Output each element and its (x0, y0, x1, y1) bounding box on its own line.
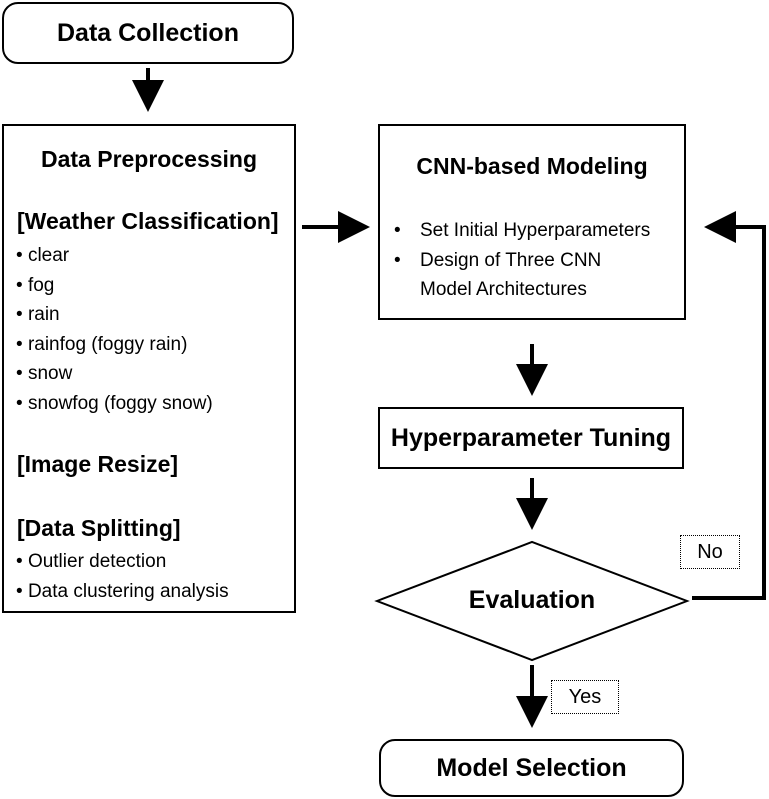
preprocessing-title: Data Preprocessing (40, 146, 258, 172)
list-item: • fog (16, 274, 55, 296)
cnn-modeling-items: •Set Initial Hyperparameters •Design of … (394, 216, 650, 305)
data-splitting-list: • Outlier detection • Data clustering an… (16, 547, 229, 606)
list-item: • snowfog (foggy snow) (16, 392, 213, 414)
model-selection-node: Model Selection (379, 739, 684, 797)
cnn-modeling-node: CNN-based Modeling •Set Initial Hyperpar… (378, 124, 686, 320)
image-resize-heading: [Image Resize] (17, 451, 179, 477)
list-item: •Design of Three CNN (394, 249, 602, 271)
list-item: Model Architectures (420, 279, 587, 300)
edge-label-yes: Yes (551, 680, 619, 714)
data-collection-label: Data Collection (57, 18, 239, 47)
list-item: • clear (16, 245, 70, 266)
hyperparameter-tuning-node: Hyperparameter Tuning (378, 407, 684, 469)
list-item: • snow (16, 363, 73, 384)
evaluation-diamond (374, 540, 690, 662)
list-item: • rain (16, 304, 60, 325)
model-selection-label: Model Selection (436, 753, 627, 782)
cnn-modeling-title: CNN-based Modeling (416, 153, 648, 179)
evaluation-label: Evaluation (468, 586, 596, 614)
list-item: • Data clustering analysis (16, 580, 229, 602)
hyperparameter-tuning-label: Hyperparameter Tuning (390, 423, 672, 452)
list-item: • rainfog (foggy rain) (16, 333, 188, 355)
data-collection-node: Data Collection (2, 2, 294, 64)
arrow-feedback-no (692, 211, 766, 600)
data-preprocessing-node: Data Preprocessing [Weather Classificati… (2, 124, 296, 613)
data-splitting-heading: [Data Splitting] (17, 515, 181, 541)
list-item: • Outlier detection (16, 551, 167, 572)
list-item: •Set Initial Hyperparameters (394, 220, 651, 241)
weather-classification-heading: [Weather Classification] (17, 208, 279, 234)
edge-label-no: No (680, 535, 740, 569)
weather-classes-list: • clear • fog • rain • rainfog (foggy ra… (16, 241, 213, 418)
